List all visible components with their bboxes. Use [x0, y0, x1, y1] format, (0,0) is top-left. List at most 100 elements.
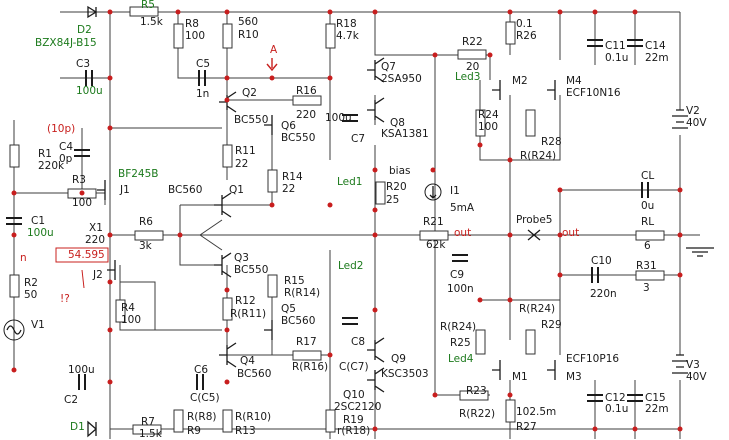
component-label: R11	[235, 145, 256, 157]
component-label: 20	[466, 61, 480, 73]
component-label: R26	[516, 30, 537, 42]
component-label: C3	[76, 58, 91, 70]
component-label: V1	[31, 319, 45, 331]
component-label: 100u	[76, 85, 103, 97]
component-label: BC560	[237, 368, 272, 380]
component-label: V3	[686, 359, 700, 371]
component-label: Led4	[448, 353, 474, 365]
component-label: Q5	[281, 303, 296, 315]
component-label: Q8	[390, 117, 405, 129]
component-label: Q1	[229, 184, 244, 196]
component-label: M4	[566, 75, 582, 87]
component-label: 4.7k	[336, 30, 359, 42]
component-label: Q9	[391, 353, 406, 365]
component-label: 220	[85, 234, 106, 246]
component-label: R25	[450, 337, 471, 349]
component-label: 100	[478, 121, 499, 133]
component-label: ECF10P16	[566, 353, 620, 365]
component-label: C14	[645, 40, 666, 52]
component-label: I1	[450, 185, 460, 197]
component-label: 2SA950	[381, 73, 422, 85]
component-label: 22m	[645, 52, 669, 64]
component-label: BC560	[281, 315, 316, 327]
component-label: R14	[282, 171, 303, 183]
component-label: ECF10N16	[566, 87, 621, 99]
component-label: R22	[462, 36, 483, 48]
component-label: C1	[31, 215, 46, 227]
component-label: R1	[38, 148, 52, 160]
component-label: A	[270, 44, 278, 56]
component-label: R10	[238, 29, 259, 41]
component-label: !?	[60, 293, 70, 305]
component-label: M3	[566, 371, 582, 383]
component-label: D2	[77, 24, 92, 36]
component-label: C5	[196, 58, 211, 70]
component-label: R3	[72, 174, 86, 186]
component-label: C15	[645, 392, 666, 404]
component-label: C8	[351, 336, 366, 348]
component-label: R7	[141, 416, 155, 428]
sources	[3, 5, 714, 438]
component-label: C6	[194, 364, 209, 376]
component-label: Q10	[343, 389, 365, 401]
component-label: R28	[541, 136, 562, 148]
component-label: 22	[282, 183, 296, 195]
component-label: 0.1u	[605, 52, 629, 64]
component-label: R18	[336, 18, 357, 30]
component-label: 40V	[686, 117, 707, 129]
component-label: 6	[644, 240, 651, 252]
component-label: R27	[516, 421, 537, 433]
component-label: 2SC2120	[334, 401, 382, 413]
component-label: KSA1381	[381, 128, 429, 140]
component-label: 220	[296, 109, 317, 121]
component-label: C11	[605, 40, 626, 52]
component-label: BF245B	[118, 168, 159, 180]
component-label: RL	[641, 216, 655, 228]
component-label: J2	[93, 269, 103, 281]
component-label: 25	[386, 194, 400, 206]
component-label: R15	[284, 275, 305, 287]
nodes	[11, 9, 683, 432]
component-label: R(R11)	[230, 308, 267, 320]
component-label: R24	[478, 109, 499, 121]
component-label: 100n	[447, 283, 474, 295]
component-label: Probe5	[516, 214, 553, 226]
component-label: 220n	[590, 288, 617, 300]
component-label: C4	[59, 141, 74, 153]
component-label: Q3	[234, 252, 249, 264]
component-label: 100	[121, 314, 142, 326]
component-label: R(R16)	[292, 361, 329, 373]
component-label: CL	[641, 170, 655, 182]
component-label: M2	[512, 75, 528, 87]
component-label: 100	[185, 30, 206, 42]
component-label: M1	[512, 371, 528, 383]
component-label: R31	[636, 260, 657, 272]
component-label: R(R8)	[187, 411, 217, 423]
component-label: 100u	[325, 112, 352, 124]
component-label: Q6	[281, 120, 296, 132]
component-label: 100	[72, 197, 93, 209]
component-label: R16	[296, 85, 317, 97]
component-label: R9	[187, 425, 201, 437]
component-label: R8	[185, 18, 199, 30]
component-label: KSC3503	[381, 368, 429, 380]
component-label: C10	[591, 255, 612, 267]
component-label: R2	[24, 277, 38, 289]
component-label: Q2	[242, 87, 257, 99]
component-label: R23	[466, 385, 487, 397]
component-label: R(R24)	[519, 303, 556, 315]
component-label: 0u	[641, 200, 655, 212]
component-label: R20	[386, 181, 407, 193]
component-label: 40V	[686, 371, 707, 383]
component-label: n	[20, 252, 27, 264]
component-label: R(R24)	[520, 150, 557, 162]
component-label: R(R14)	[284, 287, 321, 299]
component-label: out	[454, 227, 472, 239]
component-label: C(C5)	[190, 392, 220, 404]
component-label: BC550	[281, 132, 316, 144]
component-label: 0.1u	[605, 403, 629, 415]
component-label: X1	[89, 222, 103, 234]
component-label: C(C7)	[339, 361, 369, 373]
component-label: Q7	[381, 61, 396, 73]
